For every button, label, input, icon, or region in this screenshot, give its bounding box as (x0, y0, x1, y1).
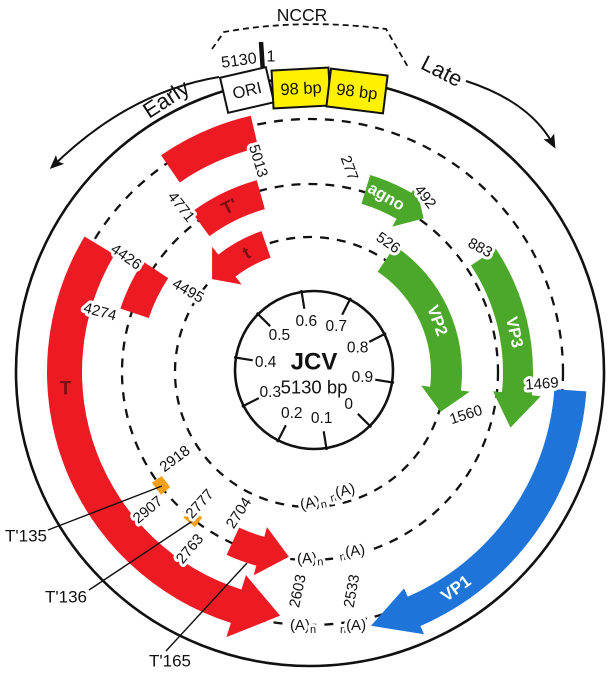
genome-size: 5130 bp (281, 377, 348, 398)
dial-tick-0.6 (300, 289, 306, 309)
label-2907: 2907 (130, 493, 166, 527)
polya-early-label-2: (A)n (296, 549, 323, 570)
label-2763: 2763 (173, 531, 207, 567)
polya-early-label-0: (A)n (298, 491, 328, 516)
dial-label-0.5: 0.5 (269, 327, 291, 344)
ori-box: ORI (218, 65, 276, 115)
leader-t136 (88, 517, 198, 591)
dial-label-0.6: 0.6 (296, 313, 318, 330)
late-arrow (465, 80, 555, 147)
dial-label-0.4: 0.4 (255, 354, 277, 371)
genome-name: JCV (291, 349, 338, 376)
dial-tick-0.9 (375, 378, 395, 384)
label-277: 277 (337, 153, 362, 182)
repeat-box-2: 98 bp (325, 67, 389, 115)
label-2603: 2603 (286, 573, 310, 609)
label-5130: 5130 (220, 50, 258, 72)
label-5013: 5013 (245, 143, 271, 180)
small-t-arrow (212, 231, 271, 285)
dial-label-0.9: 0.9 (352, 369, 374, 386)
dial-tick-0.8 (368, 332, 387, 343)
box-label: 98 bp (335, 81, 378, 104)
agno-arrow (361, 175, 424, 227)
vp1-arrow (370, 389, 587, 635)
late-arrow-head (543, 133, 556, 149)
label-4771: 4771 (164, 189, 198, 226)
box-label: 98 bp (280, 79, 322, 99)
vp3-arrow (470, 248, 541, 428)
repeat-box-1: 98 bp (270, 66, 332, 110)
t165-arrow (226, 527, 289, 576)
dial-label-0: 0 (344, 396, 353, 413)
polya-late-label-3: n(A) (338, 541, 367, 564)
dial-label-0.2: 0.2 (281, 405, 303, 422)
dial-tick-0.4 (233, 356, 253, 362)
polya-late-label-1: n(A) (327, 480, 357, 505)
early-arrow (51, 76, 220, 168)
label-nccr: NCCR (277, 5, 328, 25)
label-1560: 1560 (448, 402, 485, 428)
box-shape (218, 65, 276, 115)
polya-early-label-4: (A)n (290, 617, 316, 637)
early-arrow-head (49, 155, 65, 170)
label-t'165: T'165 (149, 652, 191, 671)
label-1: 1 (267, 49, 276, 66)
dial-label-0.3: 0.3 (260, 384, 282, 401)
box-shape (325, 67, 389, 115)
leader-t165 (165, 562, 248, 652)
dial-label-0.8: 0.8 (347, 339, 369, 356)
dial-label-0.1: 0.1 (311, 410, 333, 427)
dial-circle (233, 289, 395, 451)
label-2533: 2533 (341, 573, 364, 609)
exon-4274-block (120, 261, 169, 319)
splice-tick-2777 (183, 508, 203, 528)
dial-tick-0 (357, 413, 373, 429)
dial-tick-0.1 (322, 431, 328, 451)
t-antigen-arc-label: T (60, 379, 72, 400)
label-1469: 1469 (525, 374, 559, 393)
dial-label-0.7: 0.7 (325, 318, 347, 335)
dial-tick-0.7 (341, 297, 352, 316)
t-antigen-arc (46, 236, 281, 638)
splice-tick-2918 (151, 475, 171, 495)
label-2918: 2918 (157, 442, 194, 476)
label-2704: 2704 (223, 494, 255, 531)
vp2-arrow (377, 245, 470, 412)
label-4495: 4495 (169, 275, 206, 306)
label-t'136: T'136 (45, 588, 87, 607)
dial-tick-0.5 (255, 311, 271, 327)
label-t'135: T'135 (5, 527, 47, 546)
polya-late-label-5: n(A) (340, 617, 366, 637)
dial-tick-0.3 (241, 397, 260, 408)
mrna-ring-1 (55, 117, 565, 627)
mrna-ring-2 (120, 182, 500, 562)
nccr-bracket (211, 23, 409, 68)
t-prime-exon-block (191, 180, 265, 237)
label-late: Late (417, 50, 467, 92)
leader-t135 (47, 485, 163, 531)
dial-tick-0.2 (276, 424, 287, 443)
t-exon1-block (161, 115, 259, 183)
label-2777: 2777 (183, 486, 218, 522)
